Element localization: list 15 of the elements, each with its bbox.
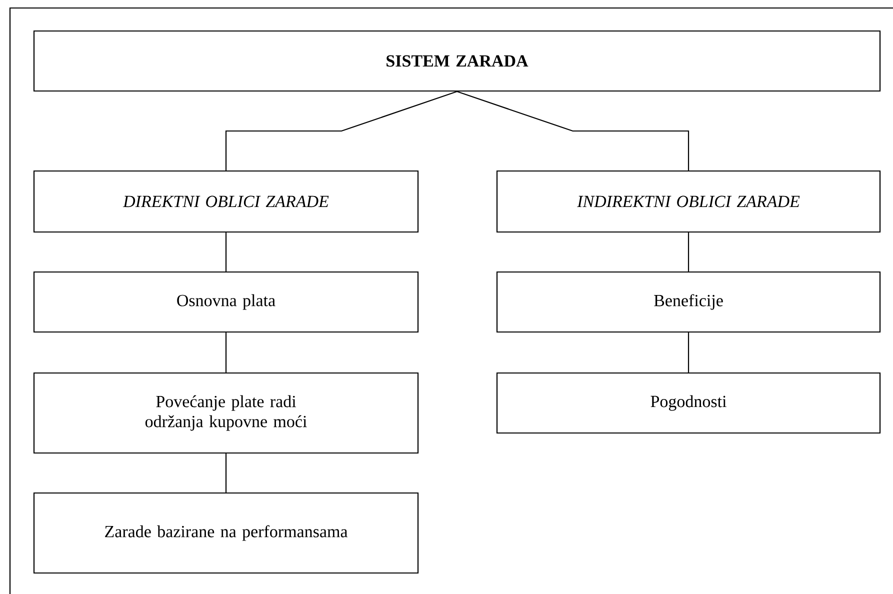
connector-line — [688, 332, 690, 372]
item-box: Beneficije — [496, 271, 881, 333]
connector-line — [225, 454, 227, 492]
title-box: SISTEM ZARADA — [33, 30, 881, 92]
category-box: INDIREKTNI OBLICI ZARADE — [496, 170, 881, 233]
connector-line — [456, 91, 690, 170]
category-box: DIREKTNI OBLICI ZARADE — [33, 170, 419, 233]
connector-line — [225, 232, 227, 272]
item-box: Osnovna plata — [33, 271, 419, 333]
connector-line — [225, 332, 227, 372]
item-box: Povećanje plate radi održanja kupovne moći — [33, 372, 419, 454]
connector-line — [688, 232, 690, 272]
connector-line — [225, 91, 458, 170]
item-box: Pogodnosti — [496, 372, 881, 434]
item-box: Zarade bazirane na performansama — [33, 492, 419, 574]
